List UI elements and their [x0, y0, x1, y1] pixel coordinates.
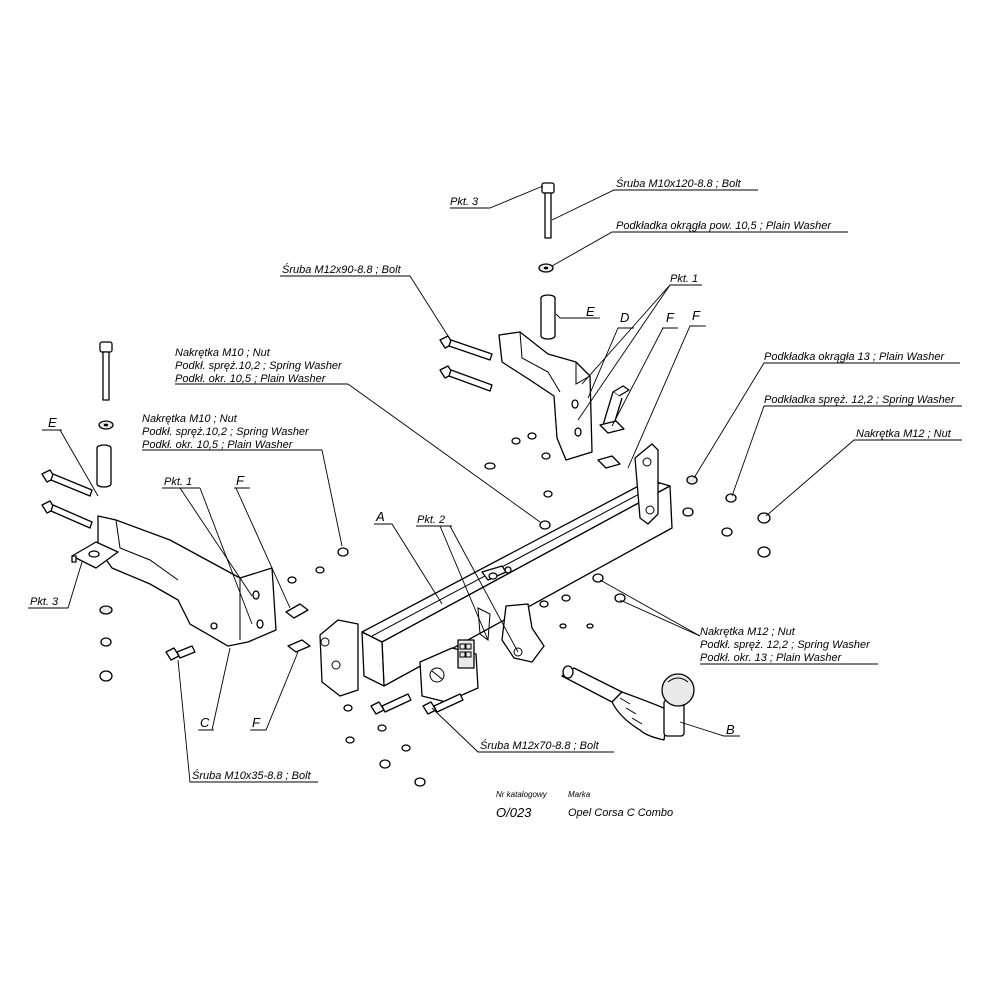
bolt-m12x70-2 [422, 693, 464, 715]
label-f-top1: F [666, 310, 675, 325]
end-plate-right [634, 443, 694, 525]
brand-label: Marka [568, 790, 591, 799]
label-bolt-m12x70: Śruba M12x70-8.8 ; Bolt [480, 739, 600, 752]
label-nut-m12: Nakrętka M12 ; Nut [856, 428, 952, 440]
spacer-tube-f-left2 [287, 639, 311, 653]
bolt-m10x120-top [541, 182, 555, 239]
label-pkt1-left: Pkt. 1 [164, 476, 192, 488]
label-washer-13: Podkładka okrągła 13 ; Plain Washer [764, 351, 946, 363]
label-spring-10-2-b: Podkł. spręż.10,2 ; Spring Washer [142, 426, 310, 438]
bracket-c [97, 515, 277, 647]
label-f-top2: F [692, 308, 701, 323]
label-c: C [200, 715, 210, 730]
label-pkt2: Pkt. 2 [417, 514, 445, 526]
label-bolt-m12x90: Śruba M12x90-8.8 ; Bolt [282, 263, 402, 276]
bolt-m10x35 [165, 645, 196, 661]
brand-value: Opel Corsa C Combo [568, 807, 673, 819]
label-d-top: D [620, 310, 629, 325]
label-f-left: F [236, 473, 245, 488]
label-a: A [375, 509, 385, 524]
label-bolt-m10x35: Śruba M10x35-8.8 ; Bolt [192, 769, 312, 782]
bolt-left-lower [41, 500, 93, 529]
bolt-m10x120-left [99, 341, 113, 401]
label-nut-m10-a: Nakrętka M10 ; Nut [175, 347, 271, 359]
spacer-tube-e-left [96, 444, 112, 488]
label-b: B [726, 722, 735, 737]
label-washer-10-5-top: Podkładka okrągła pow. 10,5 ; Plain Wash… [616, 220, 832, 232]
spacer-tube-f-top2 [599, 420, 625, 434]
label-plain-10-5-a: Podkł. okr. 10,5 ; Plain Washer [175, 373, 327, 385]
catalog-number: O/023 [496, 805, 532, 820]
mount-plate-pkt3 [71, 541, 119, 569]
bolt-left-upper [41, 469, 93, 497]
end-plate-left [319, 619, 359, 697]
spacer-tube-f-top3 [597, 455, 621, 469]
label-plain-13-b: Podkł. okr. 13 ; Plain Washer [700, 652, 843, 664]
label-spring-12-2: Podkładka spręż. 12,2 ; Spring Washer [764, 394, 956, 406]
spacer-tube-e-top [540, 294, 556, 340]
label-f-bottom: F [252, 715, 261, 730]
label-pkt1-top: Pkt. 1 [670, 273, 698, 285]
hitch-receiver-plate [419, 639, 479, 703]
label-pkt3-top: Pkt. 3 [450, 196, 479, 208]
label-spring-10-2-a: Podkł. spręż.10,2 ; Spring Washer [175, 360, 343, 372]
label-e-top: E [586, 304, 595, 319]
catalog-number-label: Nr katalogowy [496, 790, 548, 799]
bracket-d [498, 331, 593, 461]
label-underlines [28, 189, 962, 783]
label-e-left: E [48, 415, 57, 430]
label-nut-m12-b: Nakrętka M12 ; Nut [700, 626, 796, 638]
tow-ball-b [561, 665, 695, 741]
bolt-m12x90-upper [439, 335, 493, 361]
bolt-m12x90-lower [439, 365, 493, 392]
label-plain-10-5-b: Podkł. okr. 10,5 ; Plain Washer [142, 439, 294, 451]
label-nut-m10-b: Nakrętka M10 ; Nut [142, 413, 238, 425]
bolt-m12x70-1 [370, 693, 412, 715]
label-spring-12-2-b: Podkł. spręż. 12,2 ; Spring Washer [700, 639, 871, 651]
crossbar-a [361, 479, 673, 687]
label-pkt3-left: Pkt. 3 [30, 596, 59, 608]
label-bolt-m10x120: Śruba M10x120-8.8 ; Bolt [616, 177, 742, 190]
spacer-tube-f-left1 [285, 603, 309, 619]
